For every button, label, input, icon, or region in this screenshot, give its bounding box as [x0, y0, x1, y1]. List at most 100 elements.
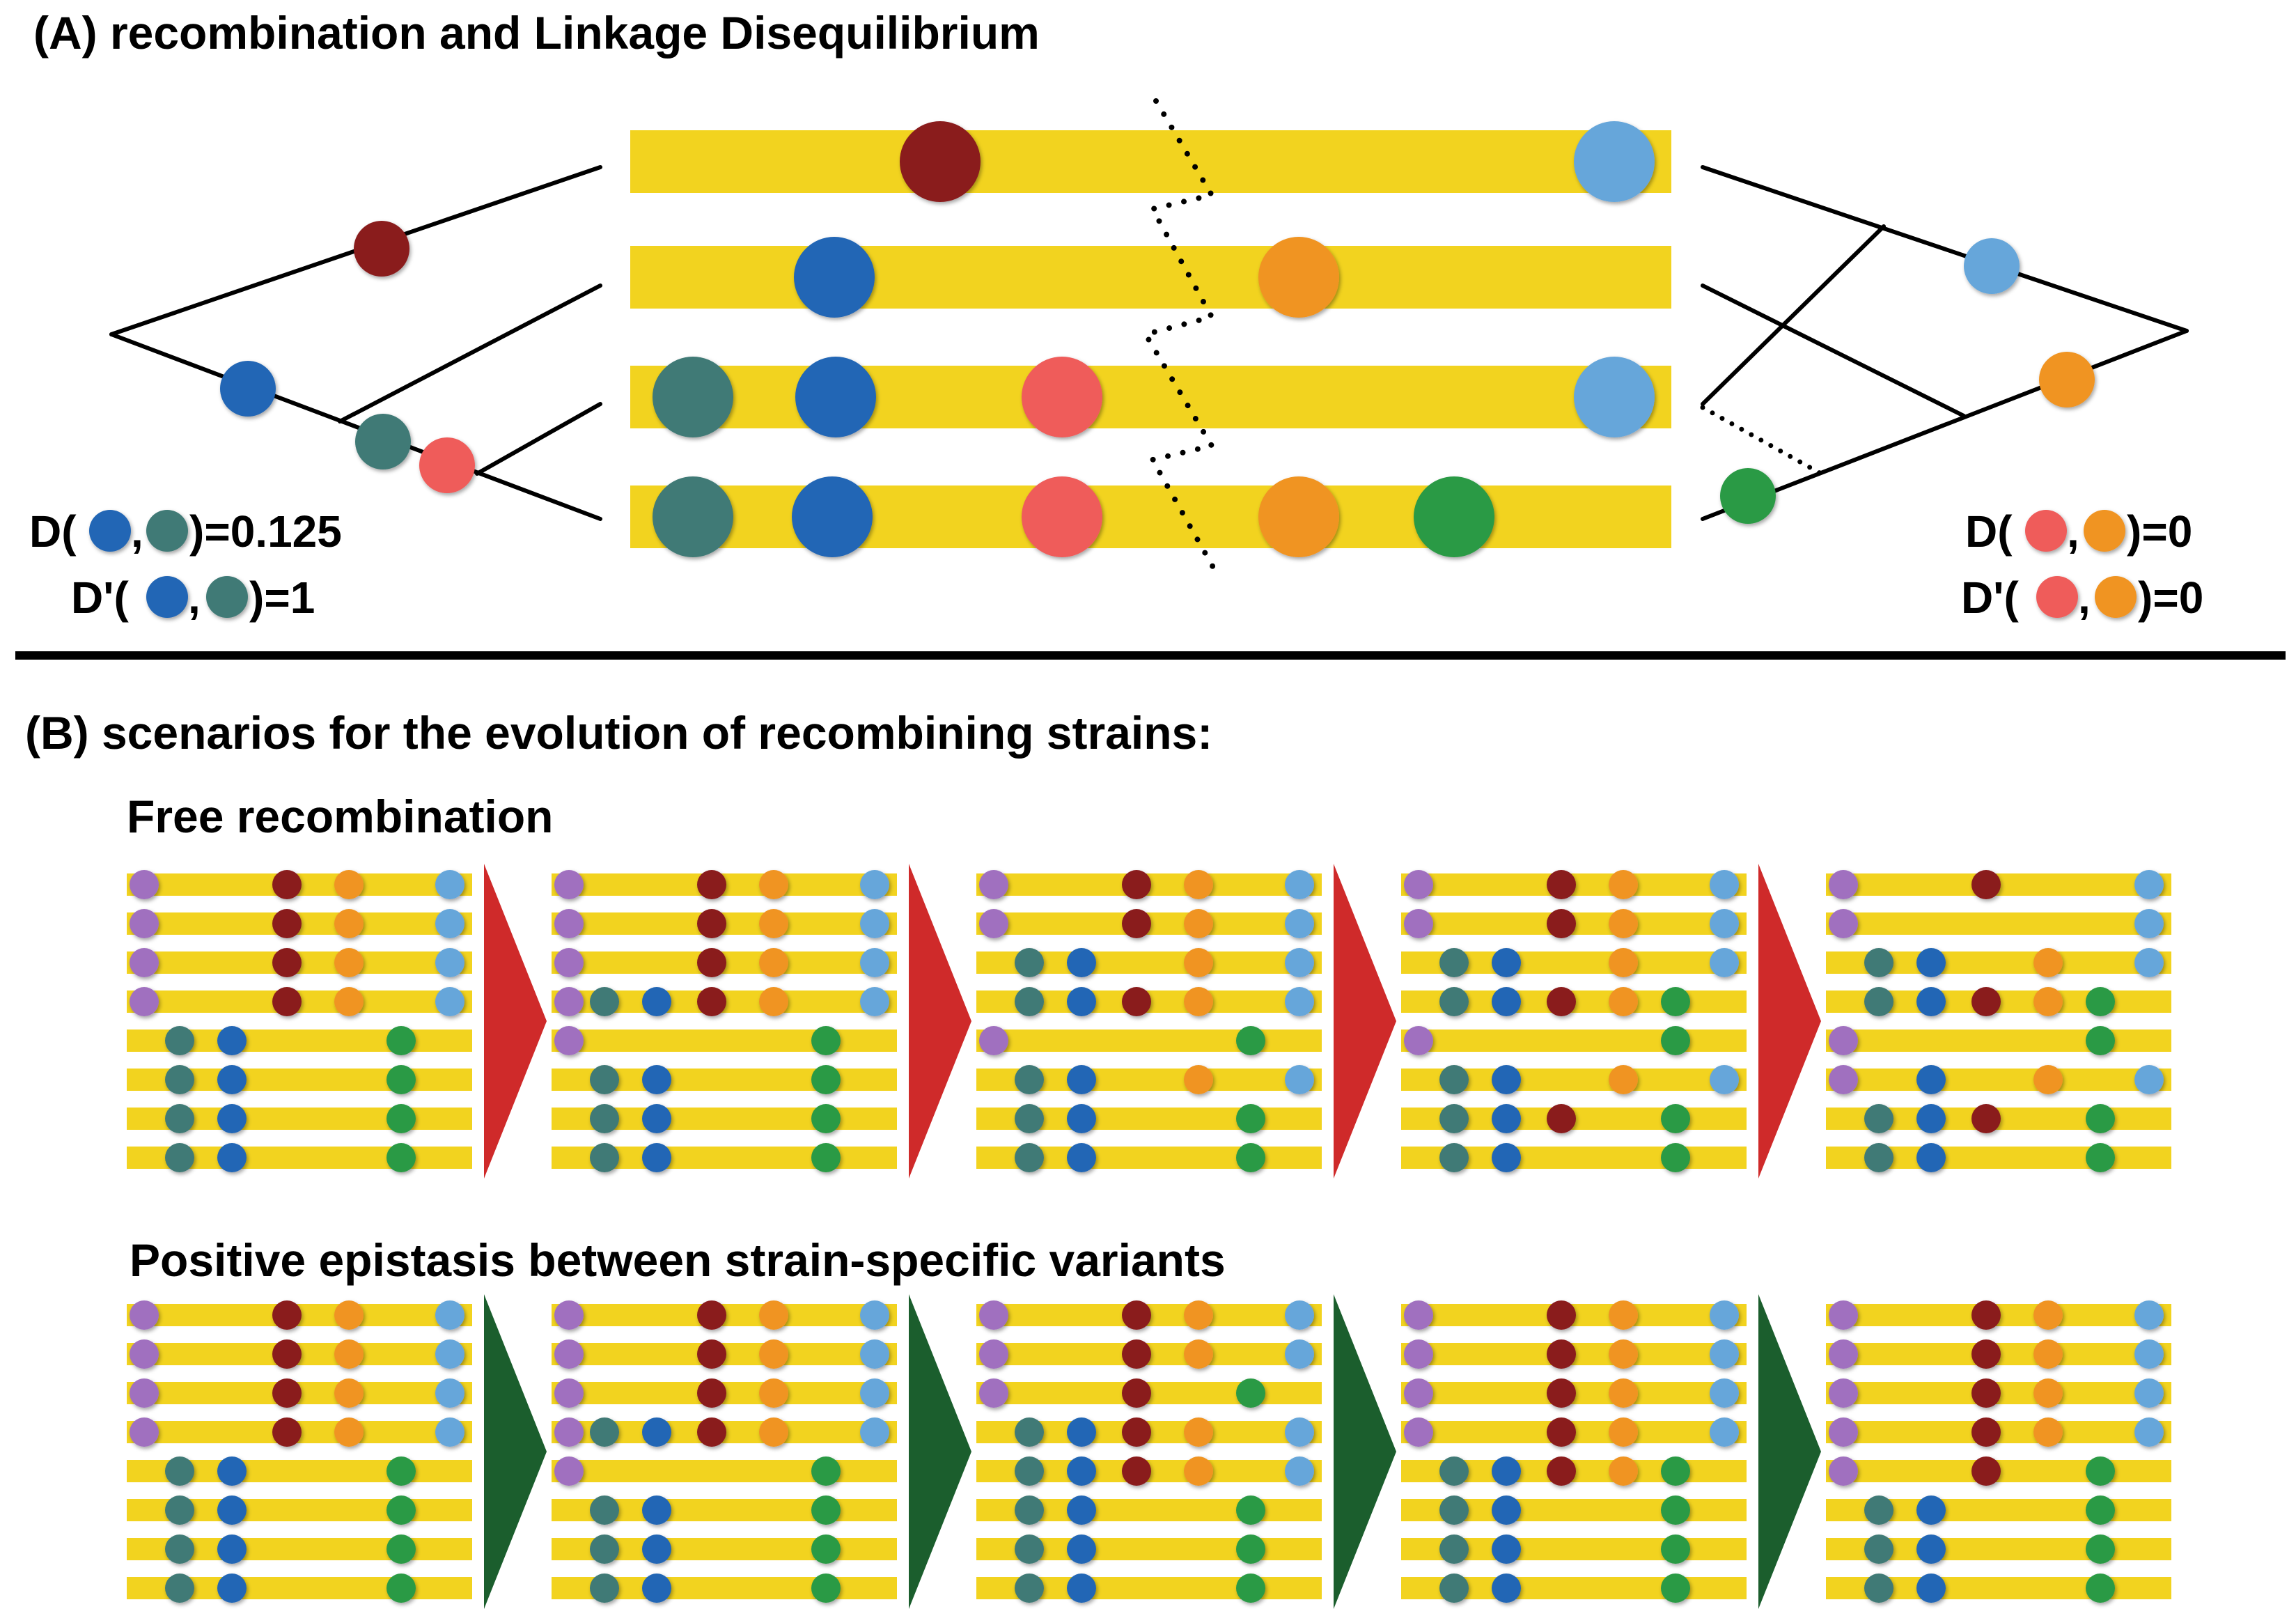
allele-salmon-dot — [1022, 476, 1102, 557]
allele-blue-dot — [217, 1574, 247, 1603]
allele-darkred-dot — [1122, 1417, 1151, 1447]
allele-green-dot — [2086, 1143, 2115, 1172]
allele-blue-dot — [1067, 987, 1096, 1016]
allele-blue-dot — [1067, 1574, 1096, 1603]
allele-purple-dot — [554, 1417, 584, 1447]
allele-lightblue-dot — [1285, 987, 1314, 1016]
allele-darkred-dot — [1971, 987, 2001, 1016]
allele-teal-dot — [165, 1026, 194, 1055]
allele-teal-dot — [1864, 987, 1893, 1016]
allele-purple-dot — [130, 1300, 159, 1330]
allele-darkred-dot — [1547, 1456, 1576, 1486]
allele-purple-dot — [130, 1339, 159, 1369]
svg-text:)=0: )=0 — [2127, 506, 2192, 557]
allele-green-dot — [1236, 1143, 1265, 1172]
right-dprime-allele2-dot — [2095, 576, 2137, 618]
allele-green-dot — [811, 1104, 841, 1133]
allele-blue-dot — [1916, 1495, 1946, 1525]
svg-text:D'(: D'( — [71, 573, 129, 623]
allele-orange-dot — [759, 987, 788, 1016]
allele-darkred-dot — [1547, 1300, 1576, 1330]
scenario-2-arrow-1 — [484, 1294, 547, 1609]
left-tree-branch-2 — [338, 283, 602, 424]
allele-teal-dot — [1439, 1065, 1469, 1094]
allele-green-dot — [1236, 1495, 1265, 1525]
allele-orange-dot — [759, 1378, 788, 1408]
allele-lightblue-dot — [2134, 948, 2164, 977]
allele-purple-dot — [130, 948, 159, 977]
allele-green-dot — [386, 1026, 416, 1055]
allele-lightblue-dot — [1285, 1065, 1314, 1094]
allele-purple-dot — [979, 1300, 1008, 1330]
allele-purple-dot — [554, 1456, 584, 1486]
allele-teal-dot — [165, 1574, 194, 1603]
allele-green-dot — [1236, 1104, 1265, 1133]
allele-orange-dot — [1609, 1378, 1638, 1408]
allele-teal-dot — [590, 1495, 619, 1525]
allele-darkred-dot — [1971, 1378, 2001, 1408]
allele-orange-dot — [759, 870, 788, 899]
allele-orange-dot — [1184, 1300, 1213, 1330]
svg-text:,: , — [2078, 573, 2091, 623]
left-d-comma: , — [131, 506, 143, 557]
allele-green-dot — [386, 1104, 416, 1133]
allele-darkred-dot — [697, 948, 726, 977]
allele-green-dot — [2086, 987, 2115, 1016]
right-tree-branch-2 — [1701, 283, 1966, 418]
allele-teal-dot — [1015, 987, 1044, 1016]
allele-lightblue-dot — [1710, 909, 1739, 938]
scenario-1-arrow-1 — [484, 864, 547, 1179]
allele-orange-dot — [1184, 987, 1213, 1016]
chromosome-bar — [1826, 1030, 2171, 1052]
allele-lightblue-dot — [2134, 909, 2164, 938]
allele-green-dot — [2086, 1456, 2115, 1486]
allele-darkred-dot — [272, 870, 302, 899]
allele-purple-dot — [979, 870, 1008, 899]
allele-blue-dot — [1492, 1456, 1521, 1486]
allele-teal-dot — [1015, 1065, 1044, 1094]
allele-purple-dot — [979, 1378, 1008, 1408]
allele-darkred-dot — [272, 909, 302, 938]
allele-teal-dot — [653, 357, 733, 437]
allele-orange-dot — [1609, 909, 1638, 938]
allele-lightblue-dot — [860, 1339, 889, 1369]
allele-purple-dot — [979, 1026, 1008, 1055]
allele-purple-dot — [554, 1339, 584, 1369]
allele-purple-dot — [979, 1339, 1008, 1369]
scenario-2-stage-5 — [1826, 1300, 2171, 1603]
allele-orange-dot — [1184, 1065, 1213, 1094]
allele-orange-dot — [2033, 1065, 2063, 1094]
allele-orange-dot — [1609, 1417, 1638, 1447]
allele-blue-dot — [1492, 1143, 1521, 1172]
left-tree-root-lower — [109, 332, 602, 521]
scenario-1-stage-2 — [552, 870, 897, 1172]
allele-orange-dot — [334, 909, 364, 938]
allele-blue-dot — [1916, 1535, 1946, 1564]
allele-darkred-dot — [1122, 870, 1151, 899]
allele-blue-dot — [217, 1456, 247, 1486]
allele-blue-dot — [642, 1104, 671, 1133]
allele-orange-dot — [1184, 1339, 1213, 1369]
allele-purple-dot — [554, 870, 584, 899]
right-tree-branch-3 — [1701, 224, 1886, 406]
allele-purple-dot — [1404, 1300, 1433, 1330]
allele-orange-dot — [334, 870, 364, 899]
allele-teal-dot — [590, 1535, 619, 1564]
tree-mutation-dots — [220, 221, 2095, 524]
allele-blue-dot — [1492, 987, 1521, 1016]
allele-purple-dot — [1829, 1378, 1858, 1408]
allele-blue-dot — [794, 237, 875, 318]
allele-teal-dot — [1015, 1574, 1044, 1603]
svg-text:D'(: D'( — [1961, 573, 2019, 623]
allele-green-dot — [1661, 1104, 1690, 1133]
allele-purple-dot — [1404, 870, 1433, 899]
allele-orange-dot — [1609, 1456, 1638, 1486]
allele-purple-dot — [979, 909, 1008, 938]
allele-lightblue-dot — [2134, 1339, 2164, 1369]
allele-purple-dot — [554, 948, 584, 977]
tree-lightblue-dot — [1964, 238, 2020, 294]
allele-blue-dot — [1492, 1574, 1521, 1603]
allele-darkred-dot — [1122, 1339, 1151, 1369]
allele-orange-dot — [334, 1339, 364, 1369]
allele-teal-dot — [1439, 948, 1469, 977]
